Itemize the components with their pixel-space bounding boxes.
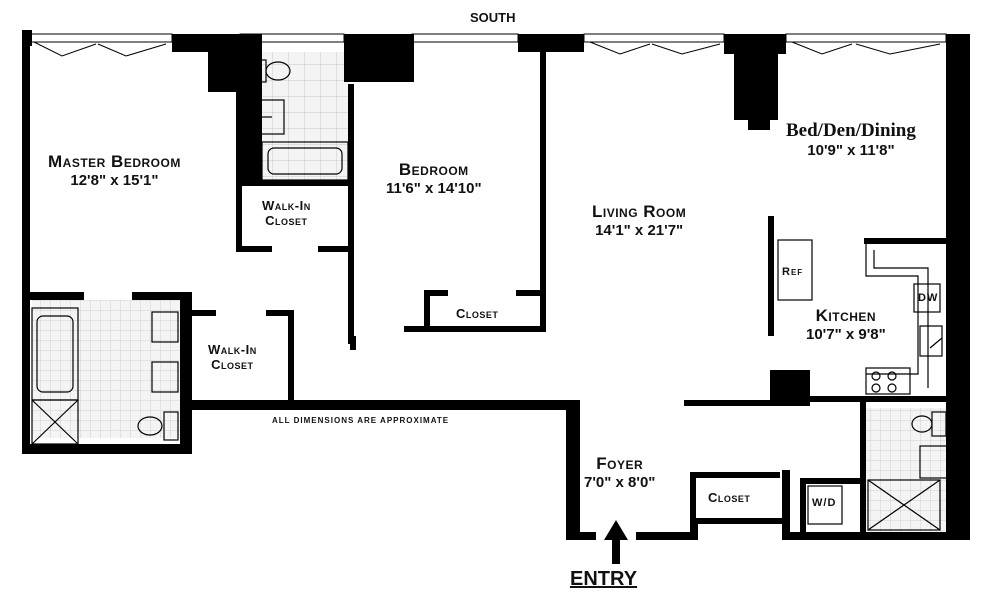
bedroom-closet-label: Closet [456, 306, 499, 321]
kitchen-name: Kitchen [815, 306, 877, 325]
living-room-name: Living Room [592, 202, 687, 221]
lower-right-bath-floor [866, 408, 948, 532]
washer-dryer-label: W/D [812, 497, 837, 509]
foyer-label: Foyer 7'0" x 8'0" [584, 454, 655, 491]
dimensions-note: ALL DIMENSIONS ARE APPROXIMATE [272, 416, 450, 425]
dishwasher-label: DW [918, 292, 939, 304]
exterior-walls [22, 30, 970, 540]
bedroom-dims: 11'6" x 14'10" [386, 180, 482, 197]
living-room-label: Living Room 14'1" x 21'7" [592, 202, 686, 239]
master-bedroom-dims: 12'8" x 15'1" [70, 172, 159, 189]
walk-in-closet-upper-line2: Closet [265, 213, 308, 228]
foyer-dims: 7'0" x 8'0" [584, 474, 656, 491]
walk-in-closet-lower-label: Walk-In Closet [208, 342, 257, 372]
interior-walls [22, 52, 950, 532]
walk-in-closet-upper-label: Walk-In Closet [262, 198, 311, 228]
walk-in-closet-lower-line2: Closet [211, 357, 254, 372]
windows [29, 33, 947, 57]
foyer-closet-label: Closet [708, 490, 751, 505]
bedroom-name: Bedroom [398, 160, 469, 179]
walk-in-closet-lower-line1: Walk-In [208, 342, 257, 357]
entry-label: ENTRY [570, 568, 638, 590]
kitchen-label: Kitchen 10'7" x 9'8" [806, 306, 886, 343]
living-room-dims: 14'1" x 21'7" [595, 222, 684, 239]
compass-label: SOUTH [470, 10, 516, 25]
foyer-name: Foyer [596, 454, 644, 473]
bed-den-dining-name: Bed/Den/Dining [786, 120, 916, 141]
master-bedroom-name: Master Bedroom [48, 152, 181, 171]
kitchen-dims: 10'7" x 9'8" [806, 326, 886, 343]
master-bedroom-label: Master Bedroom 12'8" x 15'1" [48, 152, 181, 189]
master-bath-floor [32, 300, 180, 438]
bed-den-dining-dims: 10'9" x 11'8" [807, 142, 895, 159]
bed-den-dining-label: Bed/Den/Dining 10'9" x 11'8" [786, 120, 916, 159]
refrigerator-label: Ref [782, 266, 804, 278]
walk-in-closet-upper-line1: Walk-In [262, 198, 311, 213]
bedroom-label: Bedroom 11'6" x 14'10" [386, 160, 482, 197]
entry-arrow [604, 520, 628, 564]
fixtures [31, 59, 949, 531]
